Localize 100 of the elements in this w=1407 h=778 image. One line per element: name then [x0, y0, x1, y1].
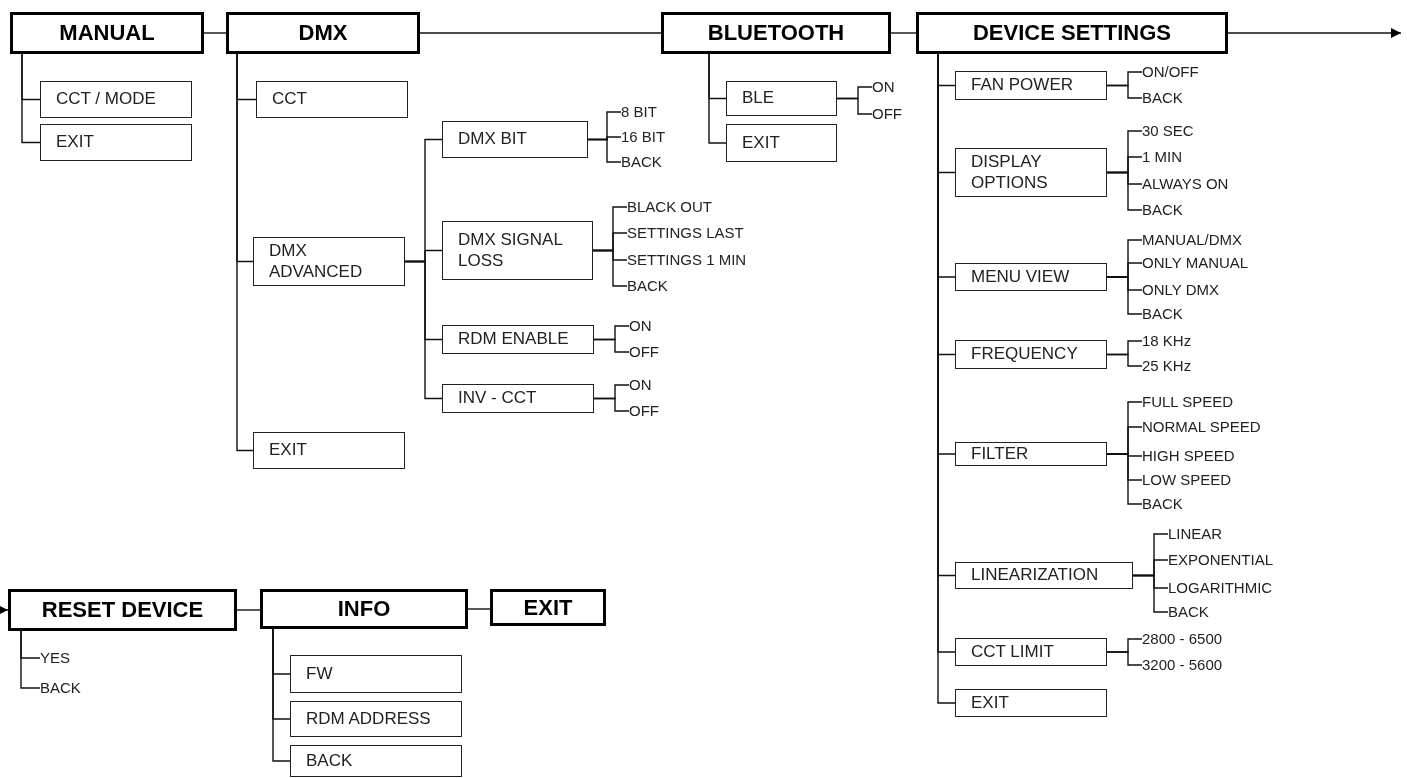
option-label: ON — [872, 77, 895, 97]
option-label: ON/OFF — [1142, 62, 1199, 82]
submenu-label: EXIT — [971, 692, 1009, 714]
option-label: 3200 - 5600 — [1142, 655, 1223, 675]
connector-line — [1106, 651, 1143, 666]
submenu-box — [955, 340, 1107, 369]
menu-heading-box — [8, 589, 237, 631]
menu-heading: DEVICE SETTINGS — [972, 20, 1171, 46]
submenu-label: DMX ADVANCED — [269, 241, 364, 282]
connector-line — [236, 609, 261, 611]
submenu-box — [290, 745, 462, 777]
connector-line — [20, 630, 41, 689]
arrow — [1227, 28, 1402, 38]
connector-line — [1106, 453, 1143, 505]
option-label: HIGH SPEED — [1142, 446, 1235, 466]
connector-line — [1106, 171, 1143, 211]
submenu-box — [442, 121, 588, 158]
menu-heading: BLUETOOTH — [707, 20, 845, 46]
submenu-label: RDM ENABLE — [458, 329, 569, 350]
option-label: 25 KHz — [1142, 356, 1192, 376]
menu-heading: RESET DEVICE — [41, 597, 204, 623]
option-label: BACK — [1142, 304, 1183, 324]
connector-line — [467, 608, 491, 610]
submenu-box — [955, 638, 1107, 666]
menu-heading-box — [260, 589, 468, 629]
submenu-label: BLE — [742, 88, 775, 109]
submenu-box — [442, 221, 593, 280]
option-label: ONLY DMX — [1142, 280, 1219, 300]
submenu-label: INV - CCT — [458, 388, 537, 409]
option-label: FULL SPEED — [1142, 392, 1234, 412]
menu-heading: EXIT — [523, 594, 573, 621]
submenu-box — [442, 384, 594, 413]
connector-line — [1132, 574, 1169, 613]
option-label: YES — [40, 648, 70, 668]
submenu-box — [253, 237, 405, 286]
submenu-label: BACK — [306, 750, 353, 772]
submenu-box — [955, 689, 1107, 717]
option-label: BACK — [1168, 602, 1209, 622]
submenu-box — [955, 562, 1133, 589]
menu-heading-box — [226, 12, 420, 54]
submenu-box — [253, 432, 405, 469]
submenu-box — [955, 442, 1107, 466]
submenu-box — [256, 81, 408, 118]
submenu-box — [955, 263, 1107, 291]
arrow — [0, 605, 9, 615]
connector-line — [1106, 84, 1143, 99]
submenu-label: CCT — [272, 89, 307, 110]
option-label: ALWAYS ON — [1142, 174, 1229, 194]
option-label: EXPONENTIAL — [1168, 550, 1274, 570]
option-label: BACK — [1142, 88, 1183, 108]
submenu-box — [955, 71, 1107, 100]
submenu-label: FREQUENCY — [971, 344, 1078, 365]
connector-line — [1106, 353, 1143, 367]
option-label: 8 BIT — [621, 102, 657, 122]
option-label: BACK — [1142, 200, 1183, 220]
option-label: 1 MIN — [1142, 147, 1182, 167]
submenu-box — [40, 81, 192, 118]
option-label: LOGARITHMIC — [1168, 578, 1273, 598]
option-label: 30 SEC — [1142, 121, 1194, 141]
menu-heading-box — [10, 12, 204, 54]
option-label: 18 KHz — [1142, 331, 1192, 351]
connector-line — [592, 249, 628, 287]
option-label: OFF — [872, 104, 902, 124]
connector-line — [236, 53, 254, 452]
menu-heading: INFO — [337, 596, 391, 622]
menu-heading-box — [661, 12, 891, 54]
menu-heading: MANUAL — [59, 20, 155, 46]
option-label: 16 BIT — [621, 127, 666, 147]
option-label: NORMAL SPEED — [1142, 417, 1261, 437]
submenu-box — [955, 148, 1107, 197]
option-label: BACK — [627, 276, 668, 296]
submenu-label: MENU VIEW — [971, 266, 1070, 288]
submenu-box — [442, 325, 594, 354]
option-label: BACK — [1142, 494, 1183, 514]
option-label: SETTINGS 1 MIN — [627, 250, 747, 270]
connector-line — [593, 338, 630, 353]
submenu-label: DMX BIT — [458, 129, 527, 150]
connector-line — [419, 32, 662, 34]
submenu-label: EXIT — [742, 132, 780, 154]
submenu-box — [726, 124, 837, 162]
submenu-box — [726, 81, 837, 116]
option-label: OFF — [629, 342, 659, 362]
option-label: ON — [629, 375, 652, 395]
option-label: LOW SPEED — [1142, 470, 1232, 490]
option-label: SETTINGS LAST — [627, 223, 744, 243]
connector-line — [203, 32, 227, 34]
option-label: OFF — [629, 401, 659, 421]
submenu-label: EXIT — [56, 132, 94, 153]
connector-line — [890, 32, 917, 34]
menu-heading-box — [490, 589, 606, 626]
option-label: BACK — [621, 152, 662, 172]
connector-line — [272, 628, 291, 762]
submenu-label: EXIT — [269, 440, 307, 461]
submenu-box — [40, 124, 192, 161]
submenu-label: FILTER — [971, 443, 1029, 465]
option-label: BACK — [40, 678, 81, 698]
option-label: LINEAR — [1168, 524, 1223, 544]
connector-line — [1106, 276, 1143, 315]
connector-line — [587, 138, 622, 163]
submenu-label: DMX SIGNAL LOSS — [458, 230, 564, 271]
